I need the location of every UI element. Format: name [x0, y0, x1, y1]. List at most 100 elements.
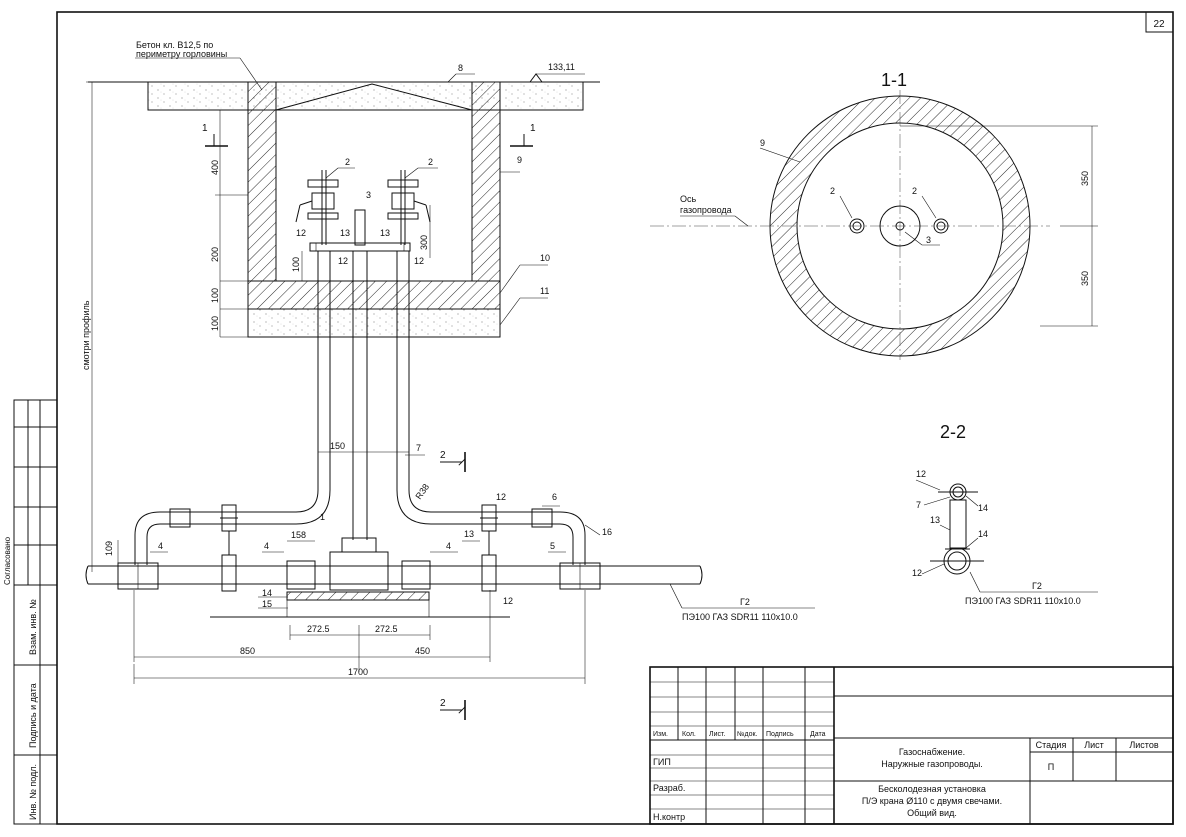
- callout-4c: 4: [446, 541, 451, 551]
- callout-9: 9: [517, 155, 522, 165]
- tb-stage-value: П: [1048, 762, 1054, 772]
- tb-header-doc: №док.: [737, 731, 758, 738]
- section-1-1-title: 1-1: [881, 70, 907, 90]
- callout-10: 10: [540, 253, 550, 263]
- callout-15: 15: [262, 599, 272, 609]
- section2-top: 2: [440, 450, 446, 461]
- title-block: Изм. Кол. Лист. №док. Подпись Дата ГИП Р…: [649, 666, 1174, 825]
- profile-label: смотри профиль: [81, 300, 91, 370]
- tb-project-line1: Газоснабжение.: [899, 747, 965, 757]
- callout-4a: 4: [264, 541, 269, 551]
- radius-label: R38: [413, 482, 431, 501]
- callout-4b: 4: [158, 541, 163, 551]
- s22-callout-7: 7: [916, 500, 921, 510]
- pipe-label: Г2: [740, 597, 750, 607]
- tb-header-list: Лист.: [709, 731, 725, 738]
- section-2-2-title: 2-2: [940, 422, 966, 442]
- callout-2a: 2: [345, 157, 350, 167]
- base-layer: [247, 308, 501, 338]
- callout-16: 16: [602, 527, 612, 537]
- s22-pipe-spec: ПЭ100 ГАЗ SDR11 110х10.0: [965, 596, 1081, 606]
- tb-role-dev: Разраб.: [653, 783, 685, 793]
- tb-drawing-line3: Общий вид.: [907, 808, 957, 818]
- dim-100-c: 100: [291, 257, 301, 272]
- right-wall: [471, 109, 501, 282]
- callout-1: 1: [320, 512, 325, 522]
- concrete-note-l1: Бетон кл. В12,5 по: [136, 40, 213, 50]
- callout-8: 8: [458, 63, 463, 73]
- s22-callout-13: 13: [930, 515, 940, 525]
- callout-12b: 12: [338, 256, 348, 266]
- callout-3: 3: [366, 190, 371, 200]
- s22-pipe-label: Г2: [1032, 581, 1042, 591]
- sheet-frame: [56, 11, 1174, 825]
- stamp-replace-inv: Взам. инв. №: [28, 599, 38, 655]
- tb-stage-header: Стадия: [1036, 740, 1067, 750]
- s22-callout-12a: 12: [916, 469, 926, 479]
- tb-role-nk: Н.контр: [653, 812, 685, 822]
- dim-1700: 1700: [348, 667, 368, 677]
- tb-header-date: Дата: [810, 731, 826, 738]
- dim-850: 850: [240, 646, 255, 656]
- concrete-note-l2: периметру горловины: [136, 49, 227, 59]
- tb-sheet-header: Лист: [1084, 740, 1104, 750]
- callout-12d: 12: [496, 492, 506, 502]
- dim-158: 158: [291, 530, 306, 540]
- dim-272-5-left: 272.5: [307, 624, 330, 634]
- dim-450: 450: [415, 646, 430, 656]
- dim-200: 200: [210, 247, 220, 262]
- pipe-spec: ПЭ100 ГАЗ SDR11 110х10.0: [682, 612, 798, 622]
- dim-272-5-right: 272.5: [375, 624, 398, 634]
- callout-12c: 12: [414, 256, 424, 266]
- clamp-bar: [309, 242, 411, 252]
- s11-callout-3: 3: [926, 235, 931, 245]
- s22-callout-14a: 14: [978, 503, 988, 513]
- dim-100-b: 100: [210, 316, 220, 331]
- callout-12a: 12: [296, 228, 306, 238]
- section1-left: 1: [202, 123, 208, 134]
- dim-150: 150: [330, 441, 345, 451]
- level-mark: 133,11: [548, 62, 575, 72]
- callout-7: 7: [416, 443, 421, 453]
- callout-13c: 13: [464, 529, 474, 539]
- s22-callout-12b: 12: [912, 568, 922, 578]
- candle-right: [387, 170, 431, 245]
- dim-400: 400: [210, 160, 220, 175]
- callout-2b: 2: [428, 157, 433, 167]
- sheet-number: 22: [1153, 19, 1165, 30]
- section-2-2: 2-2 12 7 13 14 14 12 Г2 ПЭ100 ГАЗ SDR11 …: [912, 422, 1098, 606]
- section-1-1: 1-1 Ось газопровода 9 2 2 3 350 350: [650, 70, 1098, 360]
- stamp-sign-date: Подпись и дата: [28, 683, 38, 748]
- callout-13a: 13: [340, 228, 350, 238]
- candle-left: [295, 170, 339, 245]
- dim-109: 109: [104, 541, 114, 556]
- section1-right: 1: [530, 123, 536, 134]
- s11-axis-label2: газопровода: [680, 205, 732, 215]
- s11-dim-350-top: 350: [1080, 171, 1090, 186]
- callout-14: 14: [262, 588, 272, 598]
- callout-5: 5: [550, 541, 555, 551]
- dim-100-a: 100: [210, 288, 220, 303]
- tb-project-line2: Наружные газопроводы.: [881, 759, 983, 769]
- callout-13b: 13: [380, 228, 390, 238]
- tb-header-sign: Подпись: [766, 731, 794, 738]
- section2-bottom: 2: [440, 698, 446, 709]
- s11-callout-9: 9: [760, 138, 765, 148]
- s11-callout-2b: 2: [912, 186, 917, 196]
- stamp-inv-orig: Инв. № подл.: [28, 764, 38, 820]
- tb-drawing-line1: Бесколодезная установка: [878, 784, 986, 794]
- callout-11: 11: [540, 286, 549, 296]
- callout-12e: 12: [503, 596, 513, 606]
- top-slab: [147, 81, 584, 111]
- left-wall: [247, 109, 277, 282]
- tb-header-kol: Кол.: [682, 731, 696, 738]
- s22-callout-14b: 14: [978, 529, 988, 539]
- dim-300: 300: [419, 235, 429, 250]
- stamp-agreed: Согласовано: [3, 536, 12, 585]
- tb-drawing-line2: П/Э крана Ø110 с двумя свечами.: [862, 796, 1002, 806]
- tb-sheets-header: Листов: [1129, 740, 1158, 750]
- s11-callout-2a: 2: [830, 186, 835, 196]
- elevation-view: 133,11 Бетон кл. В12,5 по периметру горл…: [81, 40, 815, 720]
- bottom-slab: [247, 280, 501, 310]
